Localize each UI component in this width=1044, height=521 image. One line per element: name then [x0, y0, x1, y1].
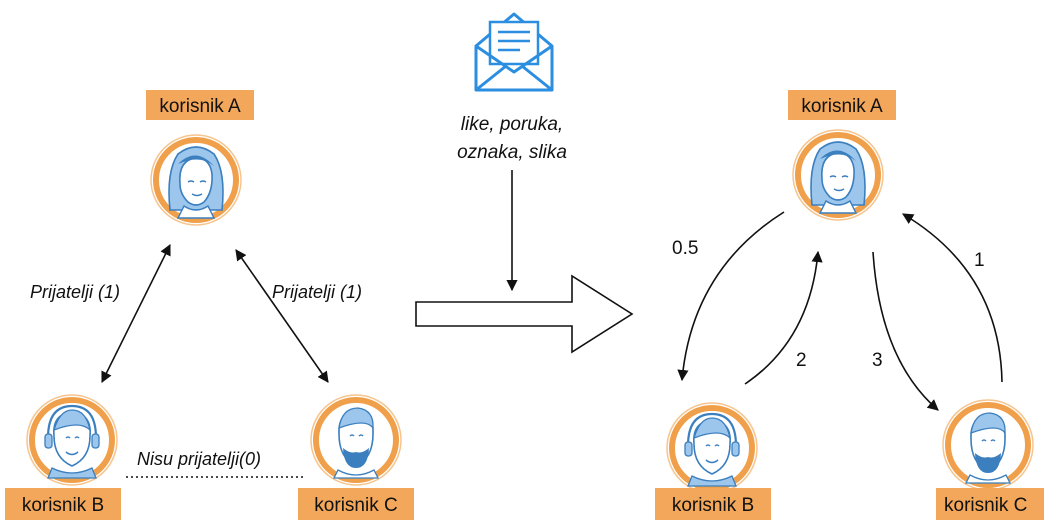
edge-a-c-label: Prijatelji (1): [272, 282, 362, 302]
edge-b-c-label: Nisu prijatelji(0): [137, 449, 261, 469]
weight-b-to-a: 2: [796, 350, 807, 371]
user-c-beard-avatar-icon: [311, 395, 401, 485]
right-user-b-label: korisnik B: [672, 495, 754, 516]
weight-a-to-c: 3: [872, 350, 883, 371]
edge-b-to-a: [744, 250, 823, 385]
interactions-line-2: oznaka, slika: [457, 142, 567, 163]
user-c-label-box: [298, 488, 414, 520]
weight-a-to-b: 0.5: [672, 238, 698, 259]
edge-a-b: [101, 243, 171, 384]
edge-a-b-label: Prijatelji (1): [30, 282, 120, 302]
right-user-a-label-box: [788, 90, 896, 120]
user-b-label: korisnik B: [22, 495, 104, 516]
user-b-label-box: [5, 488, 121, 520]
edge-a-to-c: [872, 251, 939, 411]
interactions-line-1: like, poruka,: [461, 114, 563, 135]
user-c-label: korisnik C: [314, 495, 397, 516]
envelope-icon: [474, 12, 554, 92]
right-user-c-label-box: [936, 488, 1044, 520]
right-user-c-label: korisnik C: [944, 495, 1027, 516]
user-a-female-avatar-icon: [151, 135, 241, 225]
right-user-a-label: korisnik A: [801, 96, 883, 117]
right-user-c-beard-avatar-icon: [943, 400, 1033, 490]
edge-c-to-a: [902, 213, 1003, 383]
right-user-b-headset-avatar-icon: [667, 403, 757, 493]
transform-arrow: [415, 274, 634, 354]
user-a-label-box: [146, 90, 254, 120]
user-b-headset-avatar-icon: [27, 395, 117, 485]
edge-a-c: [235, 249, 329, 383]
right-user-b-label-box: [655, 488, 771, 520]
user-a-label: korisnik A: [159, 96, 241, 117]
weight-c-to-a: 1: [974, 250, 985, 271]
right-user-a-female-avatar-icon: [793, 130, 883, 220]
edge-a-to-b: [677, 211, 785, 382]
